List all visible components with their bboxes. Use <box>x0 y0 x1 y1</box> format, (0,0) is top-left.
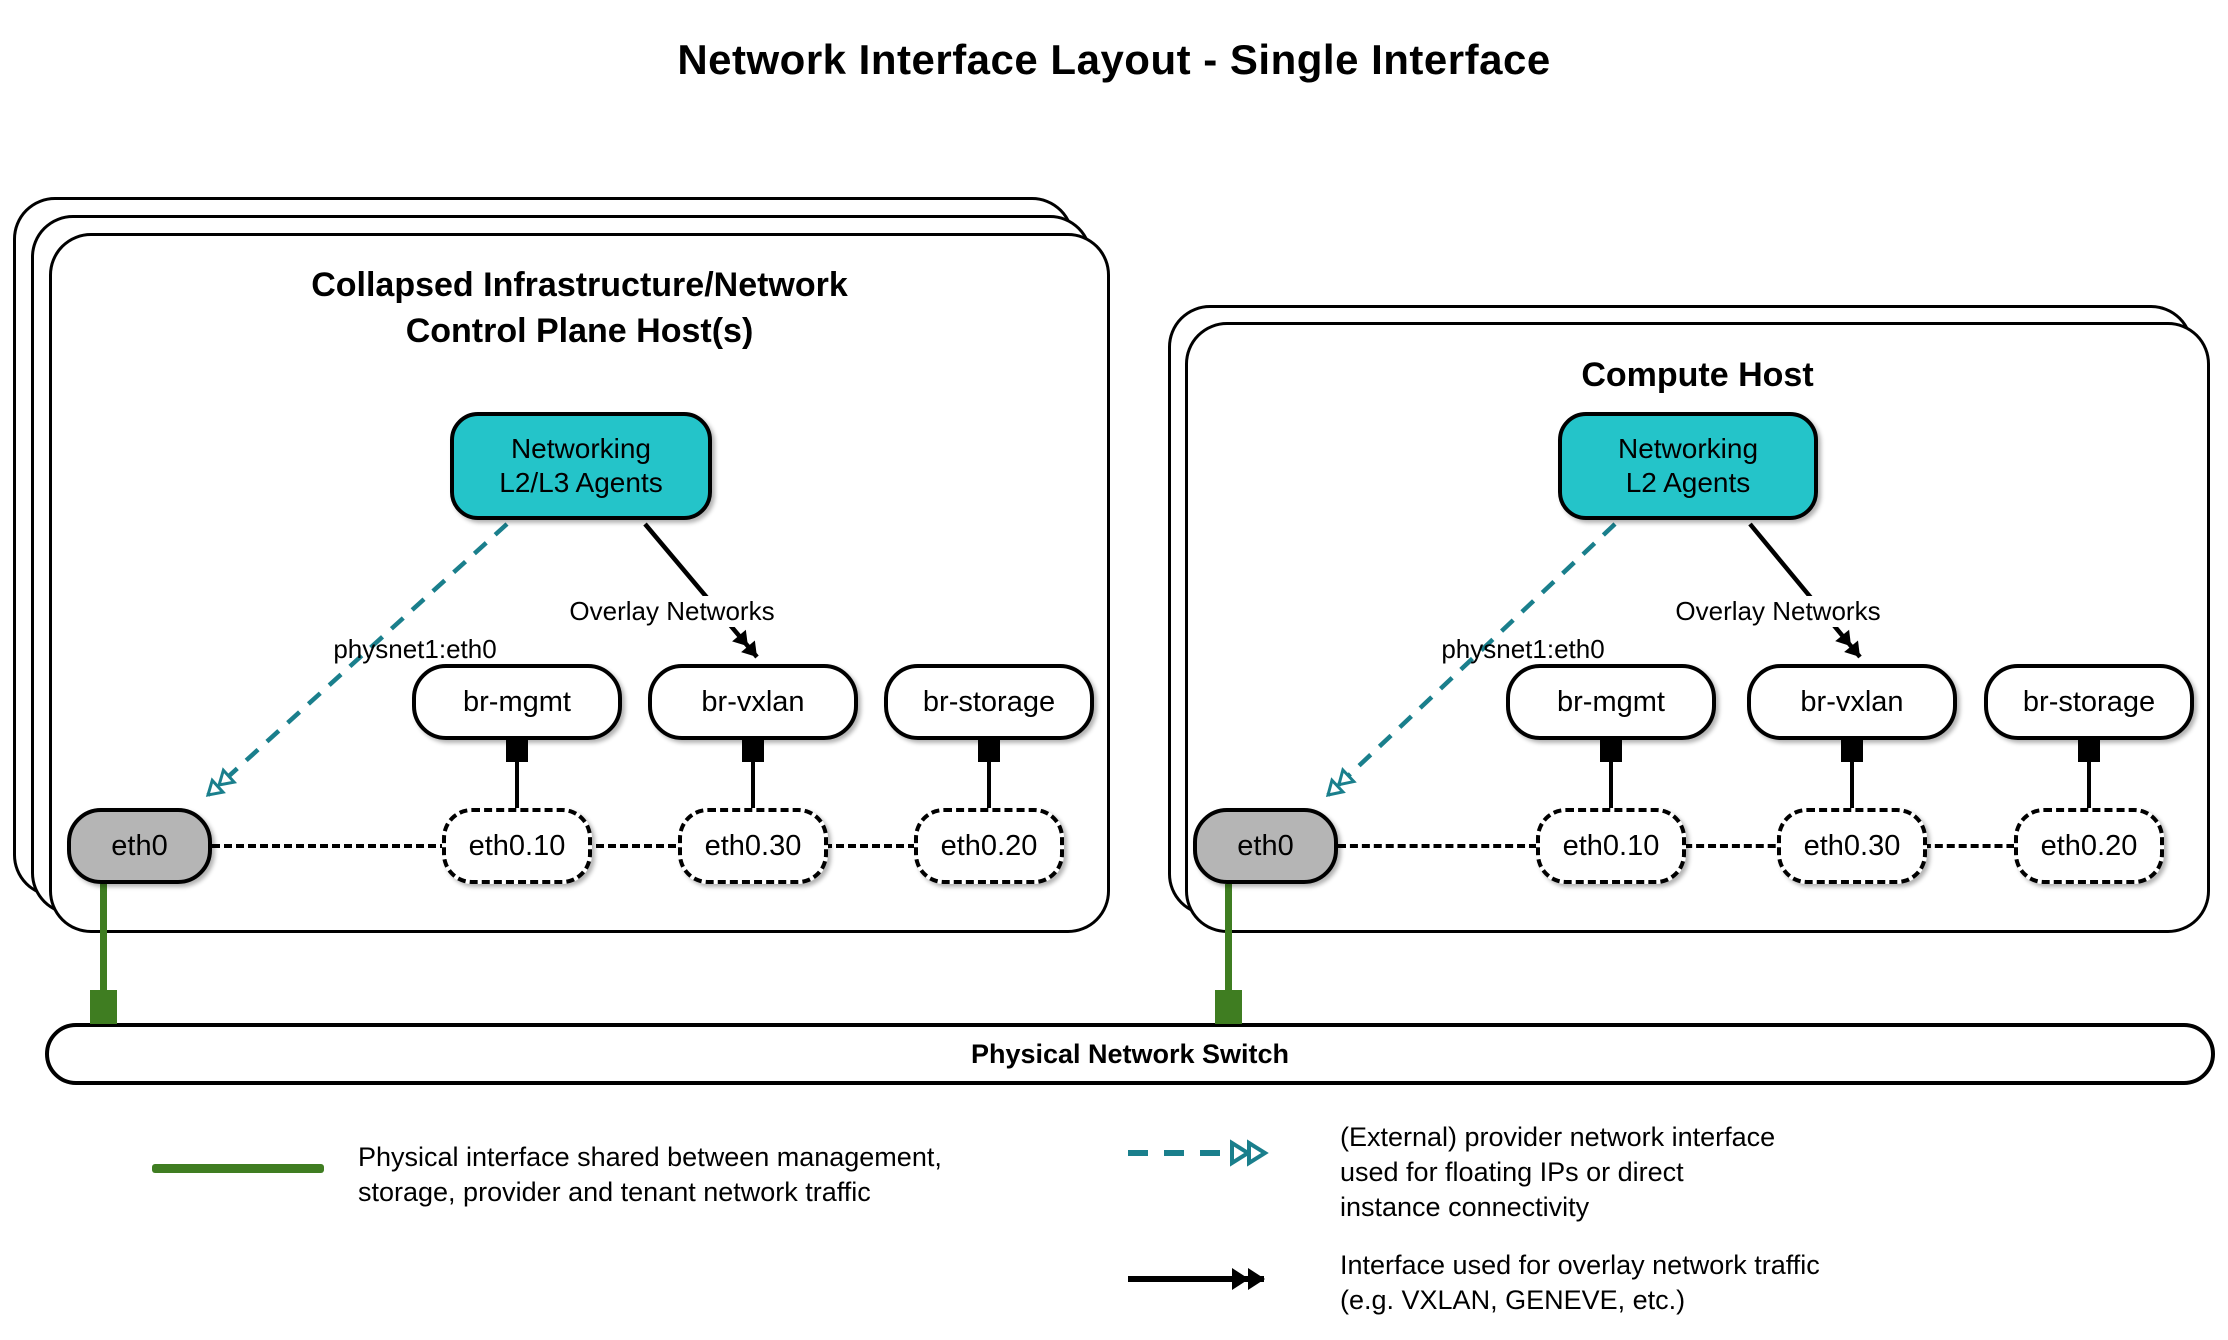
compute-host-title: Compute Host <box>1185 352 2210 398</box>
legend-provider-line2: used for floating IPs or direct <box>1340 1157 1684 1187</box>
compute-port-square-3 <box>2078 740 2100 762</box>
compute-bridge-br-storage: br-storage <box>1984 664 2194 740</box>
control-vlan-trunk-line <box>212 844 1012 848</box>
control-port-square-1 <box>506 740 528 762</box>
compute-overlay-label: Overlay Networks <box>1669 596 1887 627</box>
compute-port-square-2 <box>1841 740 1863 762</box>
legend-item-overlay: Interface used for overlay network traff… <box>1340 1248 1820 1318</box>
compute-bridge-link-1 <box>1609 762 1613 810</box>
compute-bridge-link-2 <box>1850 762 1854 810</box>
legend-item-provider: (External) provider network interface us… <box>1340 1120 1775 1225</box>
compute-provider-label: physnet1:eth0 <box>1441 634 1605 664</box>
control-agents-line1: Networking <box>510 433 652 464</box>
control-bridge-link-3 <box>987 762 991 810</box>
control-bridge-br-storage: br-storage <box>884 664 1094 740</box>
compute-vlan-eth0-20: eth0.20 <box>2014 808 2164 884</box>
control-port-square-2 <box>742 740 764 762</box>
physical-network-switch: Physical Network Switch <box>45 1023 2215 1085</box>
compute-port-square-1 <box>1600 740 1622 762</box>
control-host-title-line2: Control Plane Host(s) <box>405 312 754 350</box>
legend-physical-line2: storage, provider and tenant network tra… <box>358 1177 871 1207</box>
compute-vlan-eth0-10: eth0.10 <box>1536 808 1686 884</box>
compute-bridge-link-3 <box>2087 762 2091 810</box>
control-host-title-line1: Collapsed Infrastructure/Network <box>311 266 848 304</box>
control-agents-node: Networking L2/L3 Agents <box>450 412 712 520</box>
compute-uplink-port <box>1215 990 1242 1024</box>
control-eth0-node: eth0 <box>67 808 212 884</box>
switch-label: Physical Network Switch <box>970 1038 1290 1069</box>
control-uplink-port <box>90 990 117 1024</box>
control-vlan-eth0-20: eth0.20 <box>914 808 1064 884</box>
legend-item-physical: Physical interface shared between manage… <box>358 1140 942 1210</box>
compute-vlan-trunk-line <box>1338 844 2098 848</box>
control-vlan-eth0-30: eth0.30 <box>678 808 828 884</box>
control-port-square-3 <box>978 740 1000 762</box>
control-uplink-line <box>100 884 107 1024</box>
control-provider-label: physnet1:eth0 <box>333 634 497 664</box>
legend-green-line-swatch <box>152 1164 324 1173</box>
compute-agents-line2: L2 Agents <box>1625 467 1751 498</box>
legend-provider-line1: (External) provider network interface <box>1340 1122 1776 1152</box>
legend-physical-line1: Physical interface shared between manage… <box>358 1142 942 1172</box>
control-overlay-label: Overlay Networks <box>563 596 781 627</box>
legend-overlay-line1: Interface used for overlay network traff… <box>1340 1250 1820 1280</box>
control-bridge-link-2 <box>751 762 755 810</box>
control-agents-line2: L2/L3 Agents <box>499 467 663 498</box>
compute-vlan-eth0-30: eth0.30 <box>1777 808 1927 884</box>
control-vlan-eth0-10: eth0.10 <box>442 808 592 884</box>
compute-eth0-node: eth0 <box>1193 808 1338 884</box>
diagram-title: Network Interface Layout - Single Interf… <box>677 36 1551 83</box>
legend-provider-line3: instance connectivity <box>1340 1192 1590 1222</box>
control-bridge-br-mgmt: br-mgmt <box>412 664 622 740</box>
control-host-title: Collapsed Infrastructure/Network Control… <box>49 262 1110 354</box>
compute-bridge-br-vxlan: br-vxlan <box>1747 664 1957 740</box>
compute-host-title-line1: Compute Host <box>1581 356 1814 394</box>
control-bridge-br-vxlan: br-vxlan <box>648 664 858 740</box>
control-bridge-link-1 <box>515 762 519 810</box>
legend-overlay-line2: (e.g. VXLAN, GENEVE, etc.) <box>1340 1285 1686 1315</box>
compute-uplink-line <box>1225 884 1232 1024</box>
compute-agents-node: Networking L2 Agents <box>1558 412 1818 520</box>
legend-teal-dashed-arrow-swatch <box>1128 1139 1269 1167</box>
legend-black-arrow-swatch <box>1128 1268 1265 1290</box>
compute-bridge-br-mgmt: br-mgmt <box>1506 664 1716 740</box>
compute-agents-line1: Networking <box>1617 433 1759 464</box>
